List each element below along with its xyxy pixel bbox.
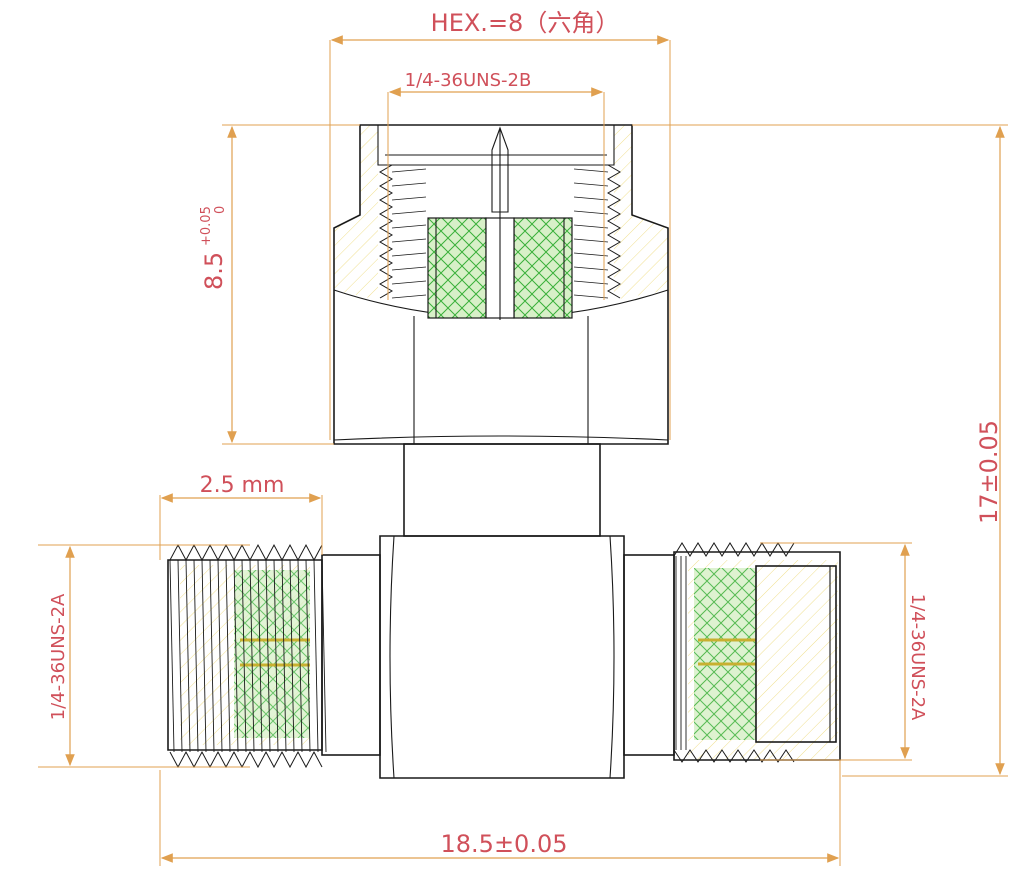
dim-left-length (159, 493, 323, 560)
dim-hex (329, 35, 671, 440)
dim-thread-right (760, 542, 912, 761)
dim-depth (222, 124, 360, 445)
main-body (321, 535, 675, 779)
left-external-thread (169, 543, 327, 769)
right-threaded-port (673, 551, 841, 761)
depth-tol-upper: +0.05 (199, 206, 214, 246)
left-length-label: 2.5 mm (200, 473, 285, 498)
dim-thread-left (38, 544, 250, 768)
depth-label: 8.5 (200, 252, 228, 290)
top-insulator (427, 217, 573, 319)
dim-total-width (159, 760, 841, 866)
right-external-thread (673, 542, 795, 763)
thread-top-label: 1/4-36UNS-2B (405, 70, 532, 91)
dim-thread-top (387, 87, 605, 300)
total-height-label: 17±0.05 (975, 420, 1003, 524)
total-width-label: 18.5±0.05 (441, 830, 568, 858)
thread-right-label: 1/4-36UNS-2A (907, 594, 928, 721)
depth-tol-lower: 0 (213, 206, 228, 214)
dim-total-height (632, 124, 1008, 777)
top-internal-thread (379, 164, 621, 299)
hex-label: HEX.=8（六角） (431, 9, 620, 37)
thread-left-label: 1/4-36UNS-2A (48, 593, 69, 720)
neck (403, 443, 601, 537)
